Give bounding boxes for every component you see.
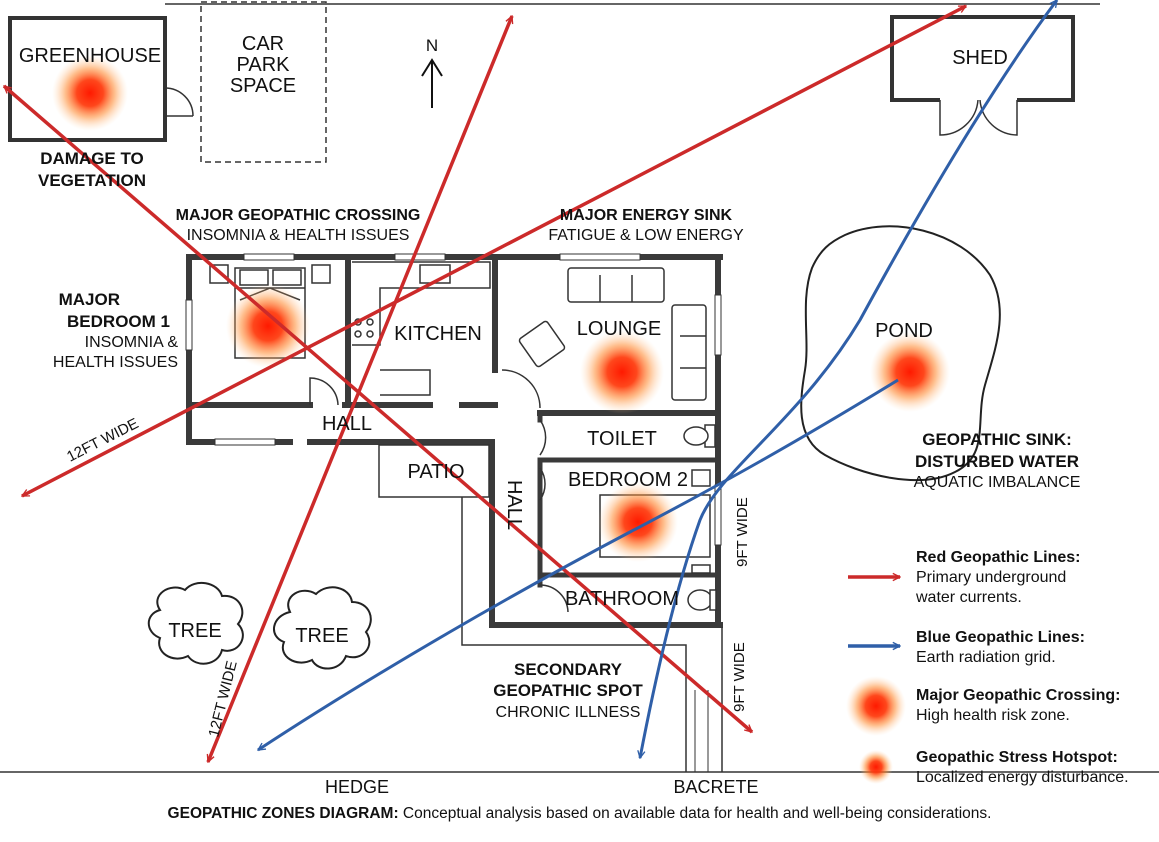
toilet-label: TOILET xyxy=(587,428,657,450)
legend-crossing-title: Major Geopathic Crossing: xyxy=(916,687,1120,704)
legend-hotspot-title: Geopathic Stress Hotspot: xyxy=(916,749,1118,766)
geosink-title-1: GEOPATHIC SINK: xyxy=(922,430,1072,449)
geosink-title-2: DISTURBED WATER xyxy=(915,452,1079,471)
footer-text: Conceptual analysis based on available d… xyxy=(398,805,992,822)
legend-red-line-1: Primary underground xyxy=(916,569,1066,586)
legend-large-hotspot-icon xyxy=(846,676,906,736)
patio-label: PATIO xyxy=(407,461,464,483)
car-park-label-2: PARK xyxy=(237,54,291,76)
hotspot-lounge xyxy=(580,330,664,414)
north-arrow-icon xyxy=(421,58,443,108)
secondary-sub: CHRONIC ILLNESS xyxy=(496,704,641,721)
red-geopathic-lines xyxy=(2,4,966,762)
energy-sink-title: MAJOR ENERGY SINK xyxy=(560,207,733,224)
dim-lower-label: 9FT WIDE xyxy=(731,642,748,712)
secondary-title-1: SECONDARY xyxy=(514,660,623,679)
legend-blue-line-1: Earth radiation grid. xyxy=(916,649,1056,666)
shed-label: SHED xyxy=(952,47,1008,69)
hotspot-bedroom1 xyxy=(226,284,310,368)
car-park-label-3: SPACE xyxy=(230,75,296,97)
hall-side-label: HALL xyxy=(503,480,525,530)
dim-bed2-label: 9FT WIDE xyxy=(734,497,751,567)
legend-hotspot-line-1: Localized energy disturbance. xyxy=(916,769,1129,786)
red-line-steep xyxy=(206,16,514,762)
bedroom1-title-2: BEDROOM 1 xyxy=(67,312,170,331)
bedroom1-note-2: HEALTH ISSUES xyxy=(53,354,178,371)
crossing-title: MAJOR GEOPATHIC CROSSING xyxy=(176,207,421,224)
hotspot-pond xyxy=(870,332,950,412)
energy-sink-sub: FATIGUE & LOW ENERGY xyxy=(548,227,744,244)
bedroom1-title-1: MAJOR xyxy=(59,290,120,309)
legend-crossing-line-1: High health risk zone. xyxy=(916,707,1070,724)
legend-small-hotspot-icon xyxy=(859,750,893,784)
tree-right-label: TREE xyxy=(295,625,348,647)
bacrete-label: BACRETE xyxy=(673,777,758,797)
hedge-label: HEDGE xyxy=(325,777,389,797)
pond-label: POND xyxy=(875,320,933,342)
geosink-sub: AQUATIC IMBALANCE xyxy=(914,474,1081,491)
damage-label-1: DAMAGE TO xyxy=(40,149,144,168)
hotspot-bedroom2 xyxy=(598,482,678,562)
bathroom-label: BATHROOM xyxy=(565,588,679,610)
kitchen-label: KITCHEN xyxy=(394,323,482,345)
damage-label-2: VEGETATION xyxy=(38,171,146,190)
bedroom2-label: BEDROOM 2 xyxy=(568,469,688,491)
blue-line-pond-to-tree xyxy=(258,378,899,752)
blue-line-long-curve xyxy=(640,0,1059,758)
legend-red-title: Red Geopathic Lines: xyxy=(916,549,1080,566)
legend: Red Geopathic Lines: Primary underground… xyxy=(915,549,1129,786)
footer-bold: GEOPATHIC ZONES DIAGRAM: xyxy=(167,805,399,822)
north-label: N xyxy=(426,36,438,55)
tree-left-label: TREE xyxy=(168,620,221,642)
blue-geopathic-lines xyxy=(258,0,1059,758)
footer-caption: GEOPATHIC ZONES DIAGRAM: Conceptual anal… xyxy=(0,805,1159,823)
greenhouse-label: GREENHOUSE xyxy=(19,45,161,67)
legend-blue-title: Blue Geopathic Lines: xyxy=(916,629,1085,646)
legend-red-line-2: water currents. xyxy=(915,589,1022,606)
hall-top-label: HALL xyxy=(322,413,372,435)
lounge-label: LOUNGE xyxy=(577,318,661,340)
shed xyxy=(890,15,1075,136)
car-park-label-1: CAR xyxy=(242,33,284,55)
bedroom1-note-1: INSOMNIA & xyxy=(85,334,179,351)
crossing-sub: INSOMNIA & HEALTH ISSUES xyxy=(187,227,410,244)
secondary-title-2: GEOPATHIC SPOT xyxy=(493,681,643,700)
